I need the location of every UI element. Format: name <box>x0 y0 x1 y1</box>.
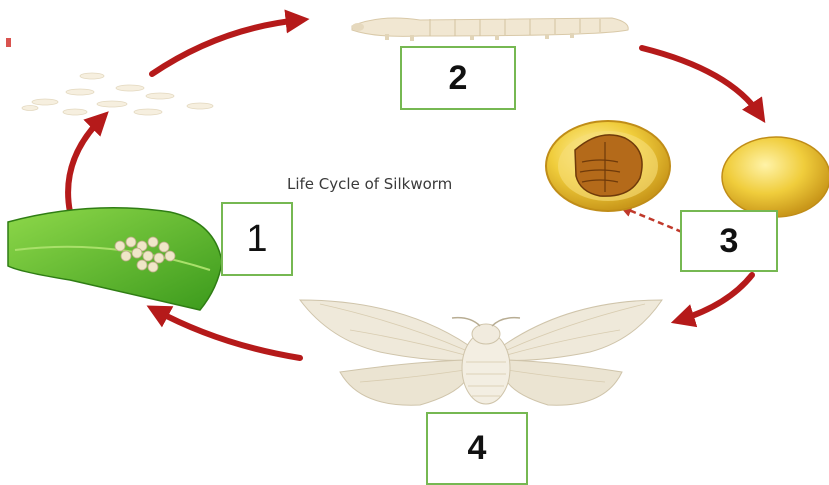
stage-label-2: 2 <box>400 46 516 110</box>
arrow-leaf-to-hatchlings <box>68 118 102 212</box>
diagram-title: Life Cycle of Silkworm <box>287 175 507 193</box>
silkworm-larva-illustration <box>352 18 628 41</box>
arrow-eggs-to-larva <box>152 20 300 74</box>
stage-label-4: 4 <box>426 412 528 485</box>
dashed-arrow-cocoon-to-pupa <box>624 208 682 232</box>
pupa-in-cocoon-illustration <box>546 121 670 211</box>
stage-label-3: 3 <box>680 210 778 272</box>
arrow-moth-to-eggs <box>155 310 300 358</box>
cocoon-illustration <box>722 137 829 217</box>
hatchling-larvae-illustration <box>22 73 213 115</box>
arrow-cocoon-to-moth <box>680 275 752 320</box>
arrow-larva-to-cocoon <box>642 48 760 115</box>
silk-moth-illustration <box>300 300 662 405</box>
stage-label-1: 1 <box>221 202 293 276</box>
leaf-with-eggs-illustration <box>8 208 222 310</box>
edge-mark <box>6 38 11 47</box>
